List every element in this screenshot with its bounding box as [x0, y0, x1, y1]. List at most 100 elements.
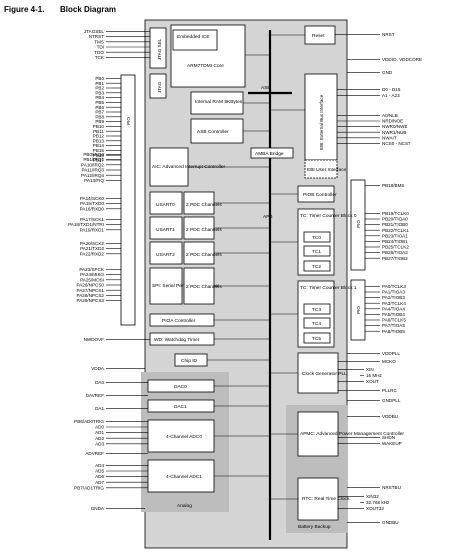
pin-pllrc: PLLRC: [382, 388, 397, 393]
pin-vdda: VDDA: [91, 366, 105, 371]
pin-spi-5: PA28/NPCS2: [77, 293, 105, 298]
pin-pio_a_left-16: PB16: [93, 153, 105, 158]
pin-jtag-0: JTAGSEL: [84, 29, 105, 34]
pin-gnd: GND: [382, 70, 393, 75]
aic-block: [149, 147, 189, 187]
clock-gen-label: Clock Generator PLL: [302, 371, 347, 377]
pin-spi-4: PA27/NPCS1: [77, 288, 105, 293]
pin-adc0_pins-2: AD1: [95, 430, 104, 435]
pin-adc1_pins-3: AD7: [95, 480, 104, 485]
pin-pio_a_left-0: PB0: [95, 76, 104, 81]
pin-pio_a_left-2: PB2: [95, 86, 104, 91]
pin-pio_a_left-4: PB4: [95, 95, 104, 100]
pin-usart0-1: PA15/TXD0: [80, 201, 104, 206]
pin-tc0_pins-7: PB26/TIOA2: [382, 250, 408, 255]
pio-a-bar: [120, 74, 136, 326]
pin-ebi_ctrl-1: NRD/NOE: [382, 119, 403, 124]
dac1-label: DAC1: [174, 404, 187, 410]
tc5-label: TC5: [312, 336, 321, 342]
pin-pio_a_left-3: PB3: [95, 90, 104, 95]
tc-block1-label: TC: Timer Counter Block 1: [300, 285, 357, 291]
pin-nrstbu: NRSTBU: [382, 485, 401, 490]
reset-label: Reset: [312, 33, 325, 39]
embedded-ice-label: Embedded ICE: [177, 34, 210, 40]
pin-adc1_pins-1: AD5: [95, 469, 104, 474]
pin-adc1_pins-4: PB7/AD1TRIG: [74, 485, 104, 490]
pin-pio_a_left-10: PB10: [93, 124, 105, 129]
pin-pb18: PB18/BMS: [382, 183, 404, 188]
usart1-label: USART1: [156, 227, 175, 233]
pin-tc0_pins-0: PB19/TCLK0: [382, 211, 409, 216]
pin-xin32: XIN32: [366, 494, 379, 499]
pin-usart1-1: PA18/TXD1/NTRI: [68, 222, 104, 227]
pin-tc1_pins-4: PA4/TIOA4: [382, 306, 405, 311]
pin-spi-1: PA24/MISO: [80, 272, 104, 277]
ebi-label: EBI: External Bus Interface: [319, 94, 324, 150]
amba-bridge: [250, 147, 294, 159]
pin-tc1_pins-2: PA2/TIOB3: [382, 295, 405, 300]
pin-irq-2: PA10/IRQ2: [81, 162, 104, 167]
pin-xin: XIN: [366, 367, 374, 372]
pin-data_addr-1: A1 - A23: [382, 93, 400, 98]
jtag-sel-mux: [149, 27, 167, 69]
pin-pio_a_left-12: PB12: [93, 134, 105, 139]
pin-usart1-0: PA17/SCK1: [80, 217, 105, 222]
embedded-ice: [172, 29, 218, 51]
pin-pio_a_left-5: PB5: [95, 100, 104, 105]
pin-dac_pins-2: DA1: [95, 406, 104, 411]
asb-label: ASB: [261, 85, 271, 91]
pin-jtag-3: TDI: [97, 45, 104, 50]
pin-pio_a_left-1: PB1: [95, 81, 104, 86]
pio-b-bar: [350, 179, 366, 271]
pin-adc1_pins-0: AD4: [95, 463, 104, 468]
pin-tc1_pins-1: PA1/TIOA3: [382, 290, 405, 295]
pin-irq-0: PB0/IRQ0: [83, 152, 104, 157]
pio-a-label: PIO: [126, 117, 131, 125]
tc2-label: TC2: [312, 264, 321, 270]
pin-tc1_pins-6: PA6/TCLK5: [382, 318, 406, 323]
pin-shdn: SHDN: [382, 435, 395, 440]
adc1-label: 4-Channel ADC1: [166, 474, 202, 480]
pin-pio_a_left-11: PB11: [93, 129, 104, 134]
pin-usart0-2: PA16/RXD0: [80, 206, 105, 211]
pin-ebi_ctrl-0: A0/NLB: [382, 113, 398, 118]
pin-irq-1: PB1/IRQ1: [83, 157, 104, 162]
spi-pdc-label: 2 PDC Channels: [186, 284, 222, 290]
pin-gndbu: GNDBU: [382, 520, 399, 525]
pin-tc1_pins-5: PA5/TIOB4: [382, 312, 405, 317]
pin-ebi_ctrl-2: NWR0/NWE: [382, 124, 408, 129]
tc1-label: TC1: [312, 249, 321, 255]
pin-tc1_pins-3: PA3/TCLK4: [382, 301, 406, 306]
pin-xout32: XOUT32: [366, 506, 384, 511]
pin-wakeup: WAKEUP: [382, 441, 402, 446]
apmc-block: [297, 411, 339, 457]
pin-pio_a_left-7: PB7: [95, 110, 104, 115]
pin-spi-0: PA23/SPCK: [79, 267, 105, 272]
usart1-pdc-label: 2 PDC Channels: [186, 227, 222, 233]
tc-block0-label: TC: Timer Counter Block 0: [300, 213, 357, 219]
jtag-label: JTAG: [157, 81, 162, 93]
usart2-pdc-label: 2 PDC Channels: [186, 252, 222, 258]
piob-controller-label: PIOB Controller: [303, 192, 337, 198]
pin-irq-3: PA11/IRQ3: [81, 168, 104, 173]
pin-nwdovf: NWDOVF: [84, 337, 105, 342]
amba-bridge-label: AMBA Bridge: [255, 151, 284, 157]
pio-a-right-bar: [350, 279, 366, 341]
pio-a-right-label: PIO: [356, 306, 361, 314]
pin-usart2-2: PA22/RXD2: [80, 251, 105, 256]
pioa-controller-label: PIOA Controller: [162, 318, 196, 324]
chip-id-label: Chip ID: [181, 358, 198, 364]
figure-number: Figure 4-1.: [4, 5, 44, 14]
rtc-label: RTC: Real Time Clock: [302, 496, 350, 502]
pin-usart2-0: PA20/SCK2: [80, 241, 105, 246]
pin-vdd_core: VDDIO, VDDCORE: [382, 57, 422, 62]
usart1-block: [149, 216, 183, 240]
pin-spi-2: PA25/MOSI: [80, 277, 104, 282]
pin-pio_a_left-14: PB14: [93, 143, 105, 148]
pin-usart2-1: PA21/TXD2: [80, 246, 104, 251]
pin-gndpll: GNDPLL: [382, 398, 401, 403]
tc3-label: TC3: [312, 307, 321, 313]
usart2-label: USART2: [156, 252, 175, 258]
adc0-block: [147, 419, 215, 453]
